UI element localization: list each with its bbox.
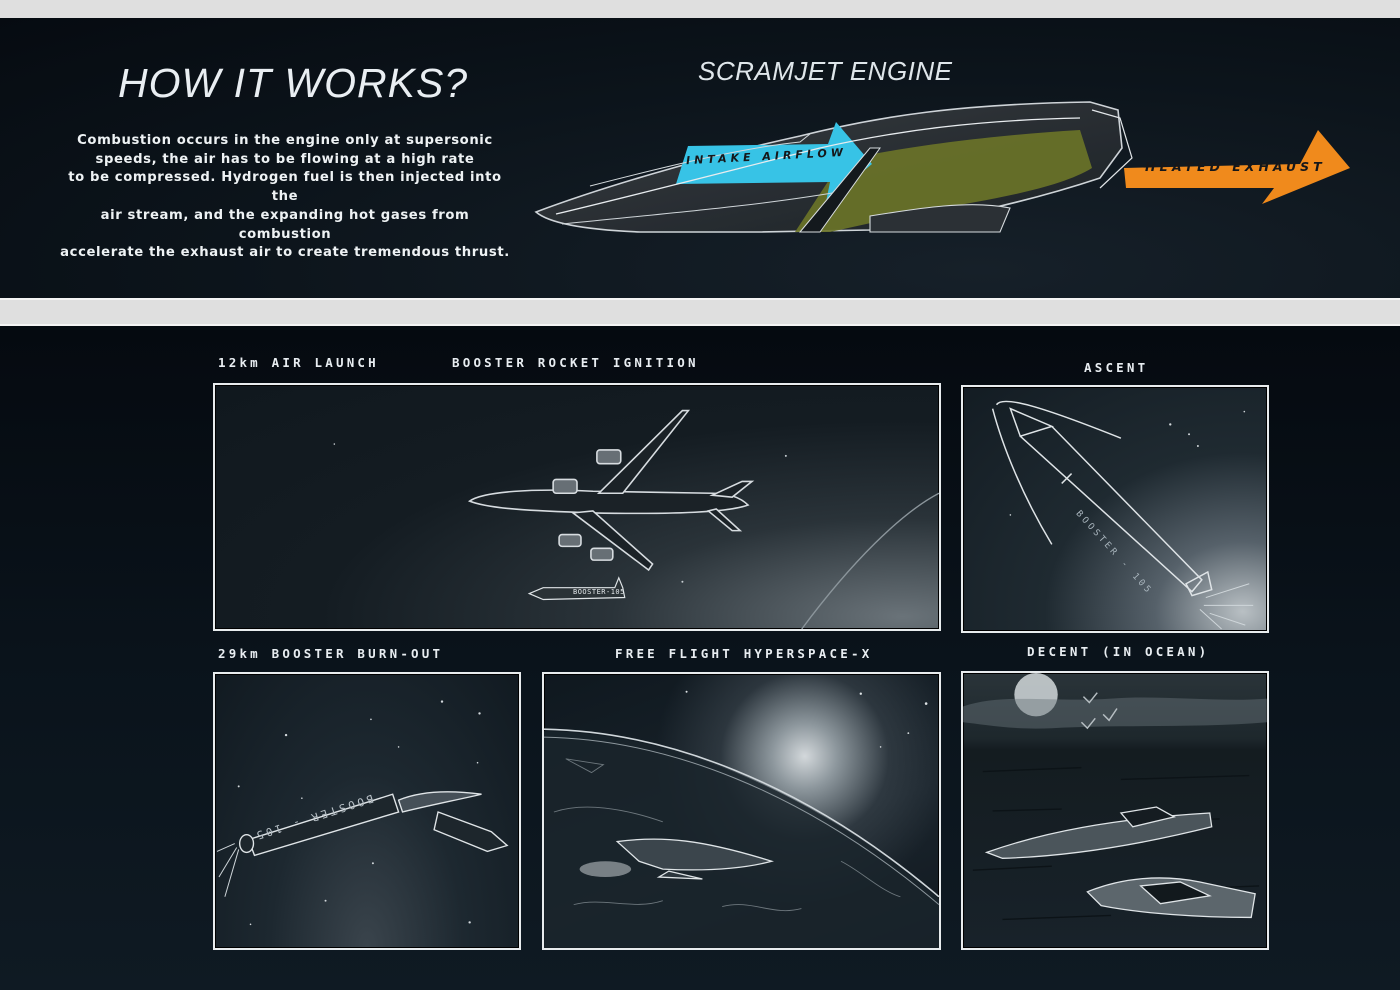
stars	[333, 443, 787, 583]
step-label-booster-burnout: 29km BOOSTER BURN-OUT	[218, 646, 444, 661]
scramjet-engine-illustration	[534, 101, 1350, 233]
planet-horizon	[801, 492, 939, 629]
top-border-band	[0, 0, 1400, 19]
description-line: Combustion occurs in the engine only at …	[77, 133, 493, 148]
heated-exhaust-label: HEATED EXHAUST	[1145, 159, 1326, 174]
bird-icons	[1080, 692, 1118, 730]
step-label-descent: DECENT (IN OCEAN)	[1027, 644, 1210, 659]
frame-booster-burnout: BOOSTER - 105	[213, 672, 521, 950]
step-label-air-launch: 12km AIR LAUNCH	[218, 355, 379, 370]
carrier-airplane-icon	[467, 409, 755, 572]
step-label-ascent: ASCENT	[1084, 360, 1149, 375]
how-it-works-panel: HOW IT WORKS? Combustion occurs in the e…	[0, 18, 1400, 298]
speedboat-icon	[1086, 877, 1256, 919]
intake-arrow-icon	[676, 122, 872, 202]
frame-free-flight	[542, 672, 941, 950]
description-line: air stream, and the expanding hot gases …	[100, 207, 470, 242]
engine-description: Combustion occurs in the engine only at …	[60, 132, 510, 263]
ascending-booster-icon	[991, 400, 1213, 597]
exhaust-plume	[216, 843, 240, 897]
section-divider-band	[0, 298, 1400, 326]
booster-rocket-icon	[527, 576, 626, 601]
moon-icon	[1014, 673, 1058, 717]
step-label-free-flight: FREE FLIGHT HYPERSPACE-X	[615, 646, 873, 661]
frame-air-launch: BOOSTER-105	[213, 383, 941, 631]
stars	[237, 700, 481, 926]
stars	[1009, 410, 1246, 516]
page-title: HOW IT WORKS?	[118, 60, 469, 106]
engine-title: SCRAMJET ENGINE	[698, 56, 953, 86]
clouds	[963, 697, 1267, 729]
continent-outlines	[553, 758, 901, 912]
description-line: accelerate the exhaust air to create tre…	[60, 245, 510, 261]
description-line: speeds, the air has to be flowing at a h…	[95, 151, 475, 167]
separating-booster-icon	[238, 791, 509, 857]
storyboard-panel: 12km AIR LAUNCH BOOSTER ROCKET IGNITION …	[0, 326, 1400, 990]
engine-glow	[579, 861, 632, 878]
step-label-booster-ignition: BOOSTER ROCKET IGNITION	[452, 355, 699, 370]
exhaust-plume	[1199, 583, 1254, 630]
frame-ascent: BOOSTER - 105	[961, 385, 1269, 633]
exhaust-arrow-icon	[1124, 130, 1350, 204]
planet-surface	[544, 731, 939, 948]
booster-marking: BOOSTER-105	[573, 588, 625, 596]
stars	[685, 690, 928, 748]
frame-descent-ocean	[961, 671, 1269, 950]
hyperspace-x-craft-floating-icon	[984, 806, 1213, 859]
description-line: to be compressed. Hydrogen fuel is then …	[68, 170, 502, 205]
hyperspace-x-craft-icon	[615, 838, 775, 880]
